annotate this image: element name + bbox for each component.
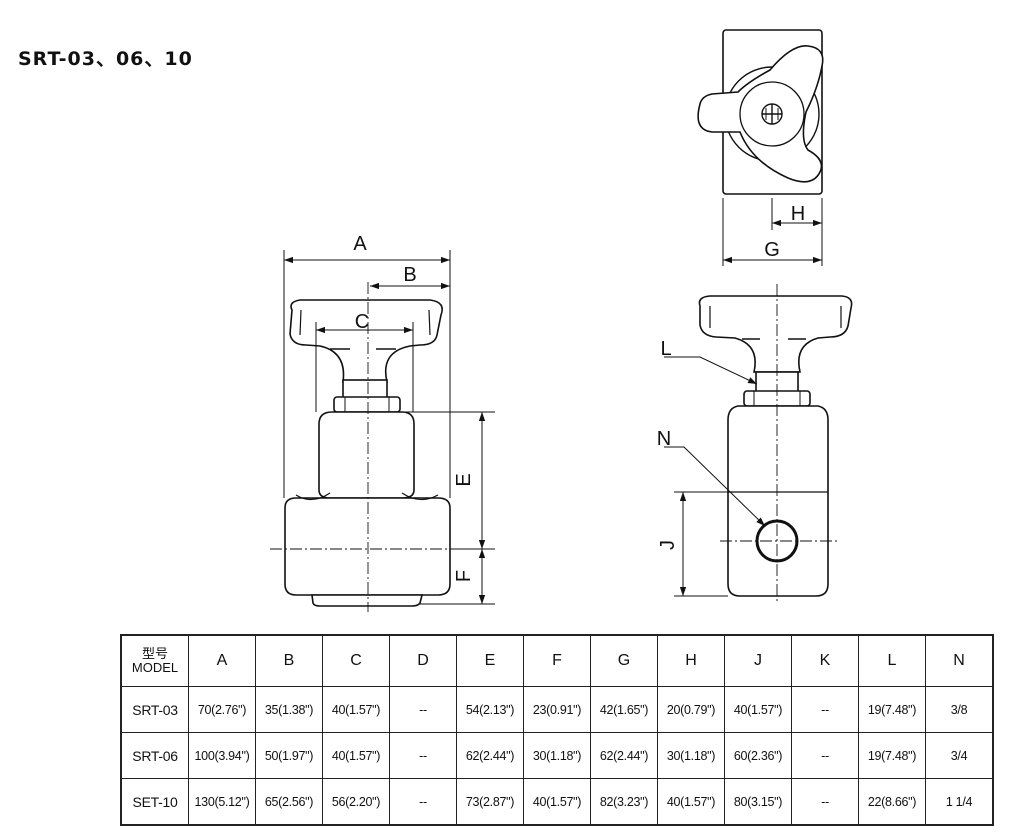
- table-cell: --: [389, 778, 457, 826]
- table-cell: 65(2.56"): [255, 778, 323, 826]
- table-cell: 40(1.57"): [724, 686, 792, 733]
- table-cell: --: [389, 732, 457, 779]
- front-upper-body: [318, 411, 415, 499]
- front-lower-body: [284, 497, 451, 596]
- side-body: [727, 405, 829, 597]
- table-cell: 73(2.87"): [456, 778, 524, 826]
- front-bottom-flange: [311, 594, 424, 607]
- front-stem: [342, 379, 388, 399]
- dim-label-h: H: [791, 203, 805, 225]
- table-cell: 20(0.79"): [657, 686, 725, 733]
- table-cell: 30(1.18"): [523, 732, 591, 779]
- column-header-a: A: [188, 634, 256, 687]
- dim-label-g: G: [764, 239, 780, 261]
- table-cell: 70(2.76"): [188, 686, 256, 733]
- table-cell: --: [389, 686, 457, 733]
- side-handle-knob: [698, 295, 853, 373]
- table-cell: 22(8.66"): [858, 778, 926, 826]
- table-cell: 40(1.57"): [322, 686, 390, 733]
- table-cell: 62(2.44"): [456, 732, 524, 779]
- column-header-n: N: [925, 634, 994, 687]
- column-header-k: K: [791, 634, 859, 687]
- table-cell: --: [791, 732, 859, 779]
- header-cn: 型号: [141, 646, 168, 661]
- table-cell: 19(7.48"): [858, 732, 926, 779]
- side-view: [698, 295, 853, 597]
- dim-label-f: F: [453, 570, 475, 582]
- table-header-row: 型号 MODEL A B C D E F G H J K L N: [120, 634, 994, 687]
- dim-label-a: A: [353, 233, 367, 255]
- spec-table: 型号 MODEL A B C D E F G H J K L N SRT-03 …: [120, 634, 994, 826]
- column-header-h: H: [657, 634, 725, 687]
- column-header-g: G: [590, 634, 658, 687]
- table-cell: 40(1.57"): [657, 778, 725, 826]
- dim-label-e: E: [453, 473, 475, 486]
- column-header-b: B: [255, 634, 323, 687]
- dim-label-n: N: [657, 428, 671, 450]
- table-cell: 30(1.18"): [657, 732, 725, 779]
- table-cell: 130(5.12"): [188, 778, 256, 826]
- table-cell: 54(2.13"): [456, 686, 524, 733]
- table-cell: 50(1.97"): [255, 732, 323, 779]
- dim-label-c: C: [355, 311, 369, 333]
- front-view: [284, 299, 451, 607]
- table-cell: 19(7.48"): [858, 686, 926, 733]
- table-row: SET-10 130(5.12") 65(2.56") 56(2.20") --…: [120, 778, 994, 826]
- front-nut: [333, 396, 401, 413]
- dim-label-j: J: [657, 540, 679, 550]
- table-cell: 82(3.23"): [590, 778, 658, 826]
- table-cell: 56(2.20"): [322, 778, 390, 826]
- dim-label-b: B: [403, 264, 416, 286]
- table-cell: 100(3.94"): [188, 732, 256, 779]
- table-cell: 40(1.57"): [523, 778, 591, 826]
- table-cell: 35(1.38"): [255, 686, 323, 733]
- table-cell: 80(3.15"): [724, 778, 792, 826]
- table-row: SRT-03 70(2.76") 35(1.38") 40(1.57") -- …: [120, 686, 994, 733]
- header-model: MODEL: [131, 660, 179, 675]
- table-cell: --: [791, 686, 859, 733]
- column-header-j: J: [724, 634, 792, 687]
- row-model: SRT-06: [120, 732, 189, 779]
- column-header-d: D: [389, 634, 457, 687]
- column-header-c: C: [322, 634, 390, 687]
- table-row: SRT-06 100(3.94") 50(1.97") 40(1.57") --…: [120, 732, 994, 779]
- table-cell: 3/4: [925, 732, 994, 779]
- column-header-l: L: [858, 634, 926, 687]
- table-cell: 62(2.44"): [590, 732, 658, 779]
- drawing-title: SRT-03、06、10: [18, 48, 193, 70]
- table-cell: 3/8: [925, 686, 994, 733]
- column-header-f: F: [523, 634, 591, 687]
- table-cell: 60(2.36"): [724, 732, 792, 779]
- column-header-e: E: [456, 634, 524, 687]
- row-model: SRT-03: [120, 686, 189, 733]
- top-view: [697, 29, 824, 195]
- front-handle-knob: [289, 299, 443, 383]
- table-cell: 40(1.57"): [322, 732, 390, 779]
- table-cell: 42(1.65"): [590, 686, 658, 733]
- dim-label-l: L: [660, 338, 671, 360]
- row-model: SET-10: [120, 778, 189, 826]
- table-cell: 1 1/4: [925, 778, 994, 826]
- model-column-header: 型号 MODEL: [120, 634, 189, 687]
- table-cell: --: [791, 778, 859, 826]
- table-cell: 23(0.91"): [523, 686, 591, 733]
